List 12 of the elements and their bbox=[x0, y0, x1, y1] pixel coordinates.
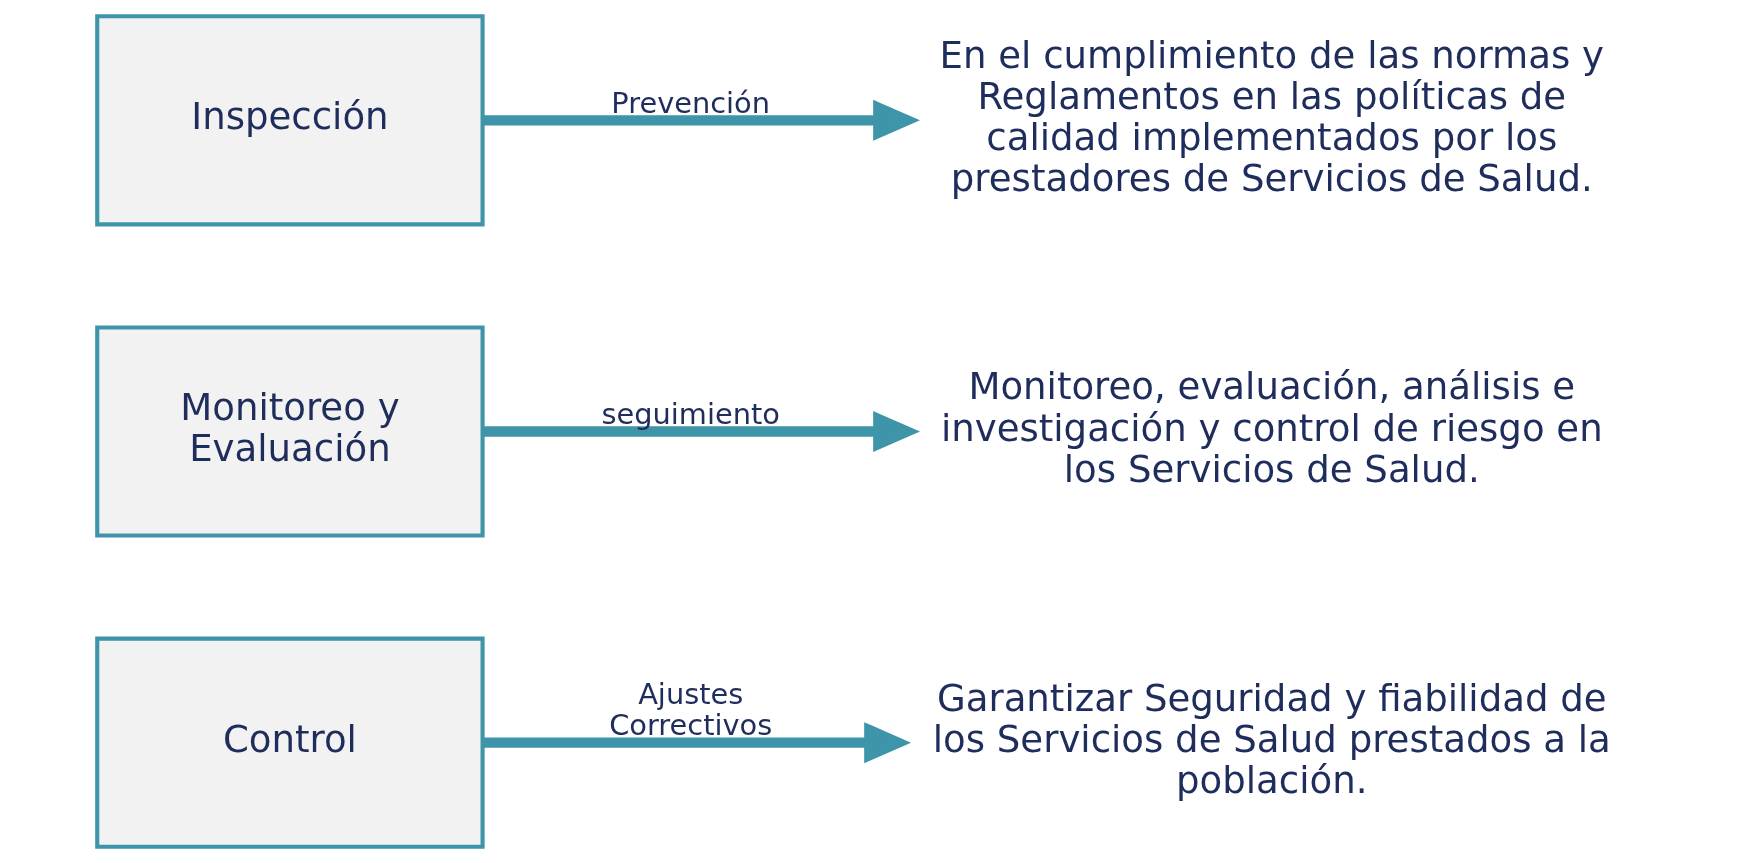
node-box: Inspección bbox=[95, 14, 485, 227]
arrow bbox=[482, 99, 920, 141]
node-text: Monitoreo, evaluación, análisis e investigación y control de riesgo en los Servicios de Salud. bbox=[940, 365, 1603, 491]
arrow bbox=[482, 722, 912, 764]
edge-label: Ajustes Correctivos bbox=[609, 676, 773, 742]
node-box: Control bbox=[95, 636, 485, 849]
node-box: Monitoreo y Evaluación bbox=[95, 325, 485, 538]
edge-label: Prevención bbox=[611, 85, 771, 120]
node-text: Garantizar Seguridad y fiabilidad de los Servicios de Salud prestados a la población. bbox=[932, 676, 1611, 802]
edge-label: seguimiento bbox=[601, 396, 780, 431]
node-text: En el cumplimiento de las normas y Reglamentos en las políticas de calidad implementados por los prestadores de Servicios de Salud. bbox=[939, 33, 1604, 201]
arrow bbox=[482, 411, 920, 452]
